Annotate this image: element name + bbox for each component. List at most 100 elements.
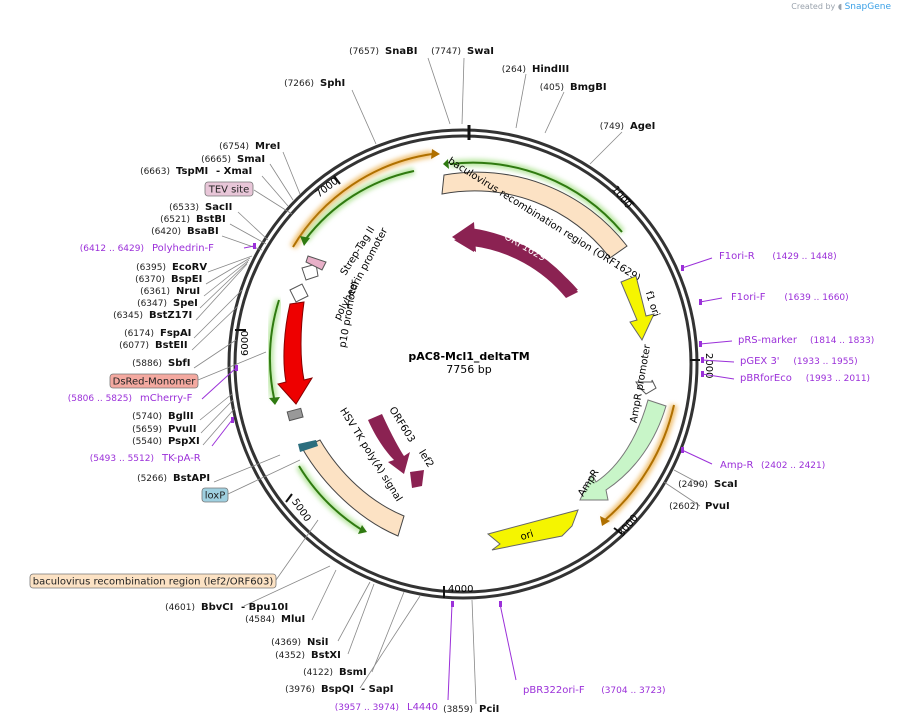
site-alt-name: - XmaI [216, 166, 252, 177]
site-leader-line [673, 469, 705, 487]
site-pspxi[interactable]: (5540)PspXI [132, 407, 236, 447]
site-nsii[interactable]: (4369)NsiI [271, 581, 371, 648]
primer-l4440[interactable]: (3957 .. 3974)L4440 [335, 601, 454, 713]
tick-4000: 4000 [448, 584, 473, 595]
primer-mcherry-f[interactable]: (5806 .. 5825)mCherry-F [68, 365, 238, 404]
site-mlui[interactable]: (4584)MluI [245, 569, 337, 625]
site-name: ScaI [714, 479, 738, 490]
site-spei[interactable]: (6347)SpeI [137, 261, 249, 309]
site-ecorv[interactable]: (6395)EcoRV [136, 255, 253, 273]
primer-prs-marker[interactable]: pRS-marker(1814 .. 1833) [699, 335, 874, 347]
site-position: (6395) [136, 263, 166, 273]
backbone-outer [227, 128, 699, 600]
primer-marker [235, 365, 238, 371]
site-name: BstAPI [173, 473, 210, 484]
site-position: (5740) [132, 412, 162, 422]
site-name: HindIII [532, 64, 569, 75]
site-bsmi[interactable]: (4122)BsmI [303, 591, 405, 678]
site-smai[interactable]: (6665)SmaI [201, 154, 294, 201]
site-leader-line [544, 91, 565, 134]
primer-f1ori-f[interactable]: F1ori-F(1639 .. 1660) [699, 292, 849, 305]
site-name: PciI [479, 704, 499, 715]
site-mrei[interactable]: (6754)MreI [219, 141, 301, 195]
primer-f1ori-r[interactable]: F1ori-R(1429 .. 1448) [681, 251, 837, 271]
site-leader-line [195, 263, 248, 321]
feature-box-2[interactable]: loxP [201, 459, 301, 503]
primer-amp-r[interactable]: Amp-R(2402 .. 2421) [681, 447, 825, 471]
site-position: (4601) [165, 603, 195, 613]
primer-name: Amp-R [720, 460, 754, 471]
site-bbvci[interactable]: (4601)BbvCI- Bpu10I [165, 565, 331, 613]
site-leader-line [515, 73, 527, 129]
site-name: BstXI [311, 650, 341, 661]
primer-range: (6412 .. 6429) [80, 244, 144, 254]
site-fspai[interactable]: (6174)FspAI [124, 289, 243, 339]
site-sphi[interactable]: (7266)SphI [284, 78, 377, 145]
site-bstxi[interactable]: (4352)BstXI [275, 583, 375, 661]
primer-tk-pa-r[interactable]: (5493 .. 5512)TK-pA-R [90, 417, 234, 464]
primer-range: (1639 .. 1660) [784, 293, 848, 303]
site-snabi[interactable]: (7657)SnaBI [349, 46, 451, 125]
site-position: (6533) [169, 203, 199, 213]
site-bspqi[interactable]: (3976)BspQI- SapI [285, 595, 421, 695]
site-leader-line [359, 595, 421, 689]
site-name: BbvCI [201, 602, 233, 613]
site-hindiii[interactable]: (264)HindIII [502, 64, 569, 129]
site-bmgbi[interactable]: (405)BmgBI [540, 82, 607, 134]
primer-pbr322ori-f[interactable]: pBR322ori-F(3704 .. 3723) [499, 601, 665, 696]
site-scai[interactable]: (2490)ScaI [673, 469, 738, 490]
site-bspei[interactable]: (6370)BspEI [135, 257, 251, 285]
site-pvui[interactable]: (2602)PvuI [663, 481, 730, 512]
site-name: AgeI [630, 121, 655, 132]
site-nrui[interactable]: (6361)NruI [140, 259, 250, 297]
site-bsteii[interactable]: (6077)BstEII [119, 305, 239, 351]
site-swai[interactable]: (7747)SwaI [431, 46, 494, 125]
orange-arrow-right-head [600, 516, 610, 526]
tick-3000-mark [613, 527, 623, 535]
primer-marker [681, 447, 684, 453]
feature-box-3[interactable]: baculovirus recombination region (lef2/O… [29, 519, 319, 589]
primer-pgex-3-[interactable]: pGEX 3'(1933 .. 1955) [701, 356, 858, 367]
feature-box [201, 487, 229, 503]
primer-pbrforeco[interactable]: pBRforEco(1993 .. 2011) [701, 371, 870, 384]
site-alt-name: - SapI [361, 684, 393, 695]
site-sbfi[interactable]: (5886) SbfI [132, 339, 237, 369]
site-bstz17i[interactable]: (6345)BstZ17I [113, 263, 248, 321]
site-sacii[interactable]: (6533)SacII [169, 202, 269, 241]
site-position: (6077) [119, 341, 149, 351]
site-bglii[interactable]: (5740)BglII [132, 393, 233, 422]
site-pcii[interactable]: (3859)PciI [443, 599, 499, 715]
site-name: NsiI [307, 637, 328, 648]
tick-6000: 6000 [240, 331, 251, 356]
site-position: (5659) [132, 425, 162, 435]
site-leader-line [261, 175, 289, 207]
green-arrow-top-left-line [304, 170, 415, 241]
primer-leader-line [701, 373, 735, 380]
grey-feature [286, 407, 304, 422]
orange-arrow-top-line [292, 153, 433, 248]
site-bstbi[interactable]: (6521)BstBI [160, 214, 267, 245]
site-position: (405) [540, 83, 564, 93]
site-position: (6174) [124, 329, 154, 339]
feature-box-1[interactable]: DsRed-Monomer [109, 351, 267, 389]
primer-leader-line [499, 603, 517, 681]
feature-box-0[interactable]: TEV site [204, 181, 293, 215]
site-pvuii[interactable]: (5659)PvuII [132, 399, 234, 435]
feature-leader-line [275, 519, 319, 581]
site-name: SpeI [173, 298, 198, 309]
site-leader-line [199, 261, 249, 309]
primer-name: F1ori-R [719, 251, 755, 262]
site-position: (7657) [349, 47, 379, 57]
site-agei[interactable]: (749)AgeI [589, 121, 655, 165]
tick-1000-mark [625, 196, 635, 205]
site-bstapi[interactable]: (5266)BstAPI [137, 454, 281, 484]
site-position: (5886) [132, 359, 162, 369]
primer-polyhedrin-f[interactable]: (6412 .. 6429)Polyhedrin-F [80, 243, 256, 254]
primer-name: pBRforEco [740, 373, 792, 384]
primer-leader-line [243, 245, 255, 249]
site-name: BsaBI [187, 226, 219, 237]
site-leader-line [371, 591, 405, 673]
site-name: SbfI [168, 358, 190, 369]
site-tspmi[interactable]: (6663)TspMI- XmaI [140, 166, 289, 207]
